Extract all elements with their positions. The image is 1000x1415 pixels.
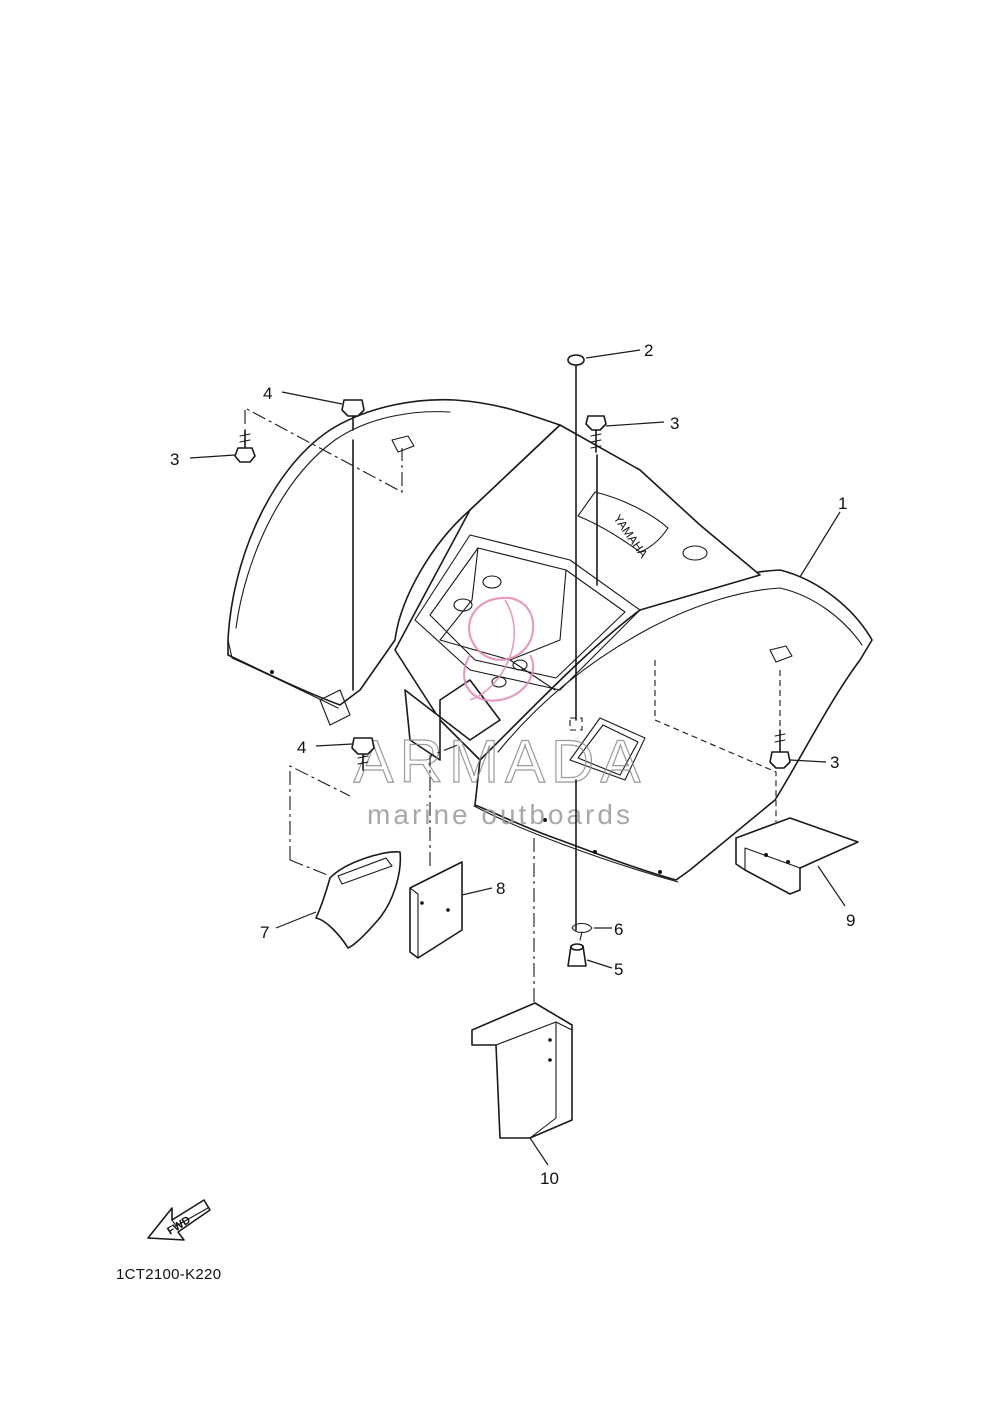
callout-3-top: 3 bbox=[670, 414, 679, 433]
callout-1: 1 bbox=[838, 494, 847, 513]
callout-5: 5 bbox=[614, 960, 623, 979]
cap-part-2: 2 bbox=[567, 341, 653, 721]
forward-direction-arrow: FWD bbox=[147, 1199, 211, 1241]
rear-fender-part-1: YAMAHA bbox=[227, 398, 873, 883]
bolt-part-3-top: 3 bbox=[585, 414, 679, 586]
callout-2: 2 bbox=[644, 341, 653, 360]
callout-3-right: 3 bbox=[830, 753, 839, 772]
callout-6: 6 bbox=[614, 920, 623, 939]
callout-9: 9 bbox=[846, 911, 855, 930]
guard-part-9: 9 bbox=[735, 817, 859, 930]
guard-part-10: 10 bbox=[471, 1002, 573, 1188]
right-mount-hole bbox=[769, 645, 793, 663]
bolt-part-3-left: 3 bbox=[170, 407, 403, 493]
bolt-part-4-top: 4 bbox=[263, 384, 365, 691]
bolt-part-3-right: 3 bbox=[769, 668, 839, 772]
callout-4-top: 4 bbox=[263, 384, 272, 403]
callout-8: 8 bbox=[496, 879, 505, 898]
callout-7: 7 bbox=[260, 923, 269, 942]
left-mount-hole bbox=[391, 435, 415, 453]
callout-1-group: 1 bbox=[799, 494, 847, 578]
callout-10: 10 bbox=[540, 1169, 559, 1188]
assembly-guide-lines bbox=[289, 660, 777, 1005]
grommet-part-5: 5 bbox=[567, 943, 623, 979]
guard-part-7: 7 bbox=[260, 851, 402, 949]
watermark-subtitle: marine outboards bbox=[367, 799, 633, 830]
watermark-title: ARMADA bbox=[354, 728, 647, 795]
flap-part-8: 8 bbox=[409, 861, 505, 959]
callout-3-left: 3 bbox=[170, 450, 179, 469]
callout-4-lower: 4 bbox=[297, 738, 306, 757]
armada-watermark: ARMADA marine outboards bbox=[353, 596, 647, 830]
armada-logo-mark bbox=[463, 596, 535, 702]
diagram-reference-code: 1CT2100-K220 bbox=[116, 1266, 222, 1283]
bolt-part-4-lower: 4 bbox=[297, 737, 375, 771]
clip-part-6: 6 bbox=[571, 920, 623, 941]
